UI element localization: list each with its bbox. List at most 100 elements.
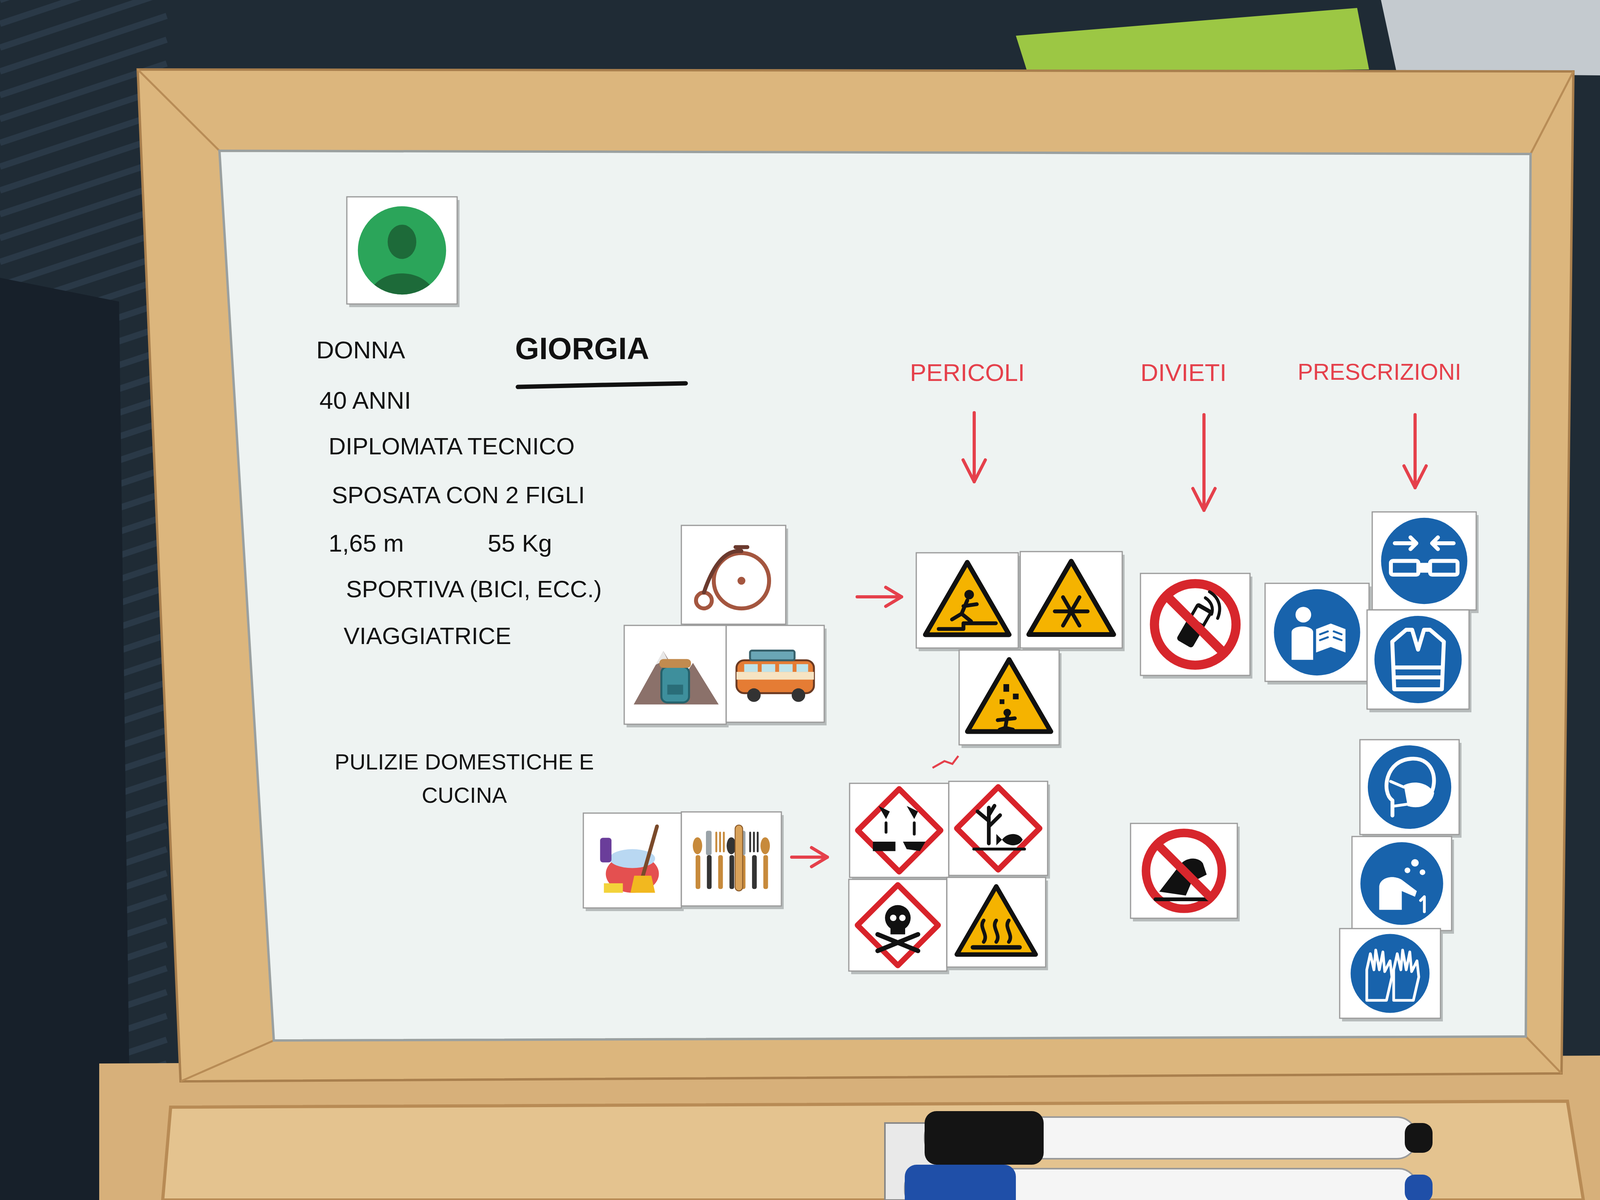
red-scribble [932, 755, 959, 768]
marker-cap-blue [904, 1164, 1016, 1200]
wheel [747, 688, 761, 702]
mandatory-disc [1380, 517, 1468, 604]
profile-text: VIAGGIATRICE [343, 623, 512, 650]
rolling-pin [734, 825, 743, 891]
stripe [0, 15, 167, 72]
name-underline [517, 383, 686, 387]
sponge [603, 883, 624, 893]
bevel-line [137, 69, 220, 151]
dark-chair [0, 277, 131, 1200]
icon [857, 884, 939, 966]
wheel [791, 688, 806, 702]
tile [916, 552, 1021, 652]
tile [346, 196, 458, 304]
tile [1359, 739, 1462, 838]
van-body [736, 660, 814, 694]
utensil-handle [706, 855, 712, 889]
bevel-line [180, 1040, 274, 1082]
flake-arm [1063, 597, 1080, 626]
icon [956, 786, 1040, 870]
tile [1140, 573, 1253, 679]
icon [1380, 517, 1468, 604]
arrow-head [885, 587, 902, 607]
icon [1028, 561, 1114, 635]
icon [1154, 583, 1237, 666]
head [387, 224, 417, 259]
drips [886, 823, 915, 835]
fork [750, 832, 758, 852]
marker-tip-blue [1404, 1174, 1433, 1200]
sign-tiles [346, 196, 1479, 1022]
tile [681, 811, 784, 910]
arrow-shaft [791, 855, 828, 859]
arrow-shaft [972, 412, 976, 482]
utensil-handle [763, 855, 769, 889]
arrow-shaft [1413, 414, 1417, 488]
utensil-handle [729, 855, 735, 889]
person-name: GIORGIA [515, 331, 650, 366]
profile-text: DIPLOMATA TECNICO [328, 433, 575, 460]
tile [916, 552, 1019, 649]
mandatory-disc [1360, 842, 1444, 925]
falling-object [999, 699, 1005, 704]
arrows [1394, 537, 1454, 550]
red-arrow [1192, 414, 1216, 511]
crossbones [877, 934, 919, 952]
prohibition-ring [1146, 832, 1222, 909]
tile [1265, 583, 1370, 682]
profile-text: 55 Kg [487, 529, 552, 557]
buckle-right [1430, 561, 1458, 575]
arrow-head [1403, 465, 1427, 488]
tile [624, 625, 727, 725]
stripe [0, 230, 167, 286]
drop [1411, 859, 1419, 867]
mandatory-disc [1350, 934, 1430, 1014]
bottle [600, 837, 612, 863]
spoon [760, 837, 770, 855]
tile [726, 625, 825, 723]
drop [1419, 869, 1426, 875]
broom-head [630, 875, 656, 893]
icon [925, 562, 1010, 635]
eye [890, 914, 897, 922]
window [778, 664, 793, 673]
frame [703, 547, 748, 593]
profile-text: 1,65 m [328, 529, 404, 557]
tile [1351, 836, 1454, 934]
tile [346, 196, 460, 308]
utensil-handle [751, 855, 757, 889]
ghs-diamond [956, 786, 1040, 870]
bedroll [659, 659, 692, 668]
tile [849, 783, 952, 881]
blade [705, 830, 712, 856]
surface [1155, 897, 1211, 902]
frame-bevel [137, 69, 1574, 1082]
warning-triangle [1028, 561, 1114, 635]
tile [848, 879, 947, 972]
buckle-mid [1418, 562, 1431, 573]
glove [1366, 950, 1392, 1001]
fish [996, 834, 1023, 846]
icon [736, 650, 814, 702]
warning-triangle [967, 659, 1051, 732]
prohibition-slash [1166, 596, 1224, 654]
backpack [661, 667, 690, 703]
tile [1140, 573, 1250, 676]
head [1295, 606, 1312, 623]
tile [946, 877, 1046, 968]
number [1420, 896, 1425, 912]
small-wheel [696, 592, 712, 609]
marker-cap [924, 1111, 1044, 1165]
tile [1130, 823, 1240, 922]
window [761, 664, 775, 673]
icon [857, 788, 941, 872]
stripe [0, 206, 167, 262]
tile [681, 525, 789, 628]
straps [1390, 781, 1408, 806]
icon [1360, 842, 1444, 925]
red-arrow [1403, 414, 1427, 488]
ghs-diamond [857, 788, 941, 872]
